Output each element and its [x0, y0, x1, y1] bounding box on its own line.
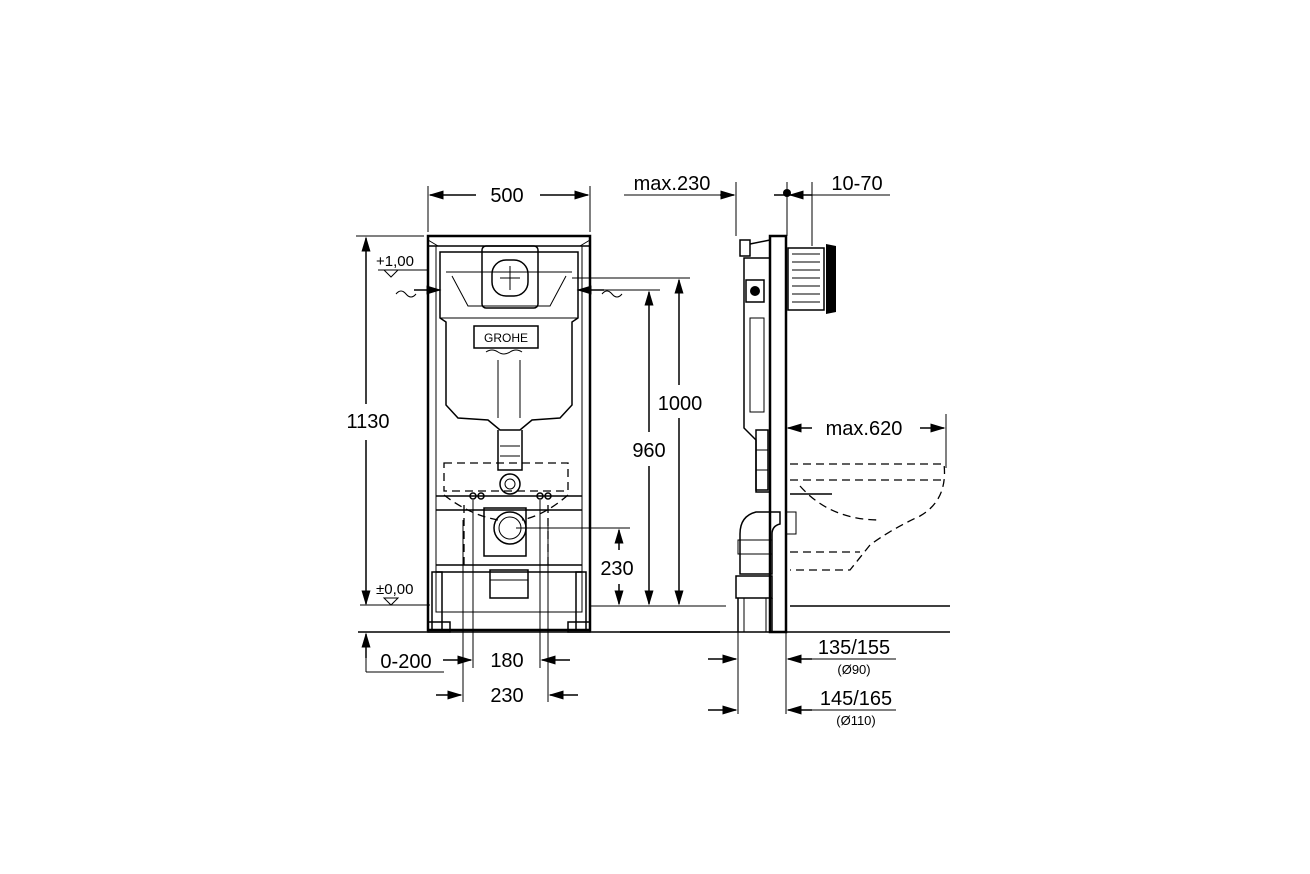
dimension-wall-thickness: 10-70 [774, 173, 890, 246]
side-bowl-dashed [785, 463, 946, 571]
dimension-depth-label: max.230 [634, 173, 711, 195]
dimension-outlet-90-label: 135/155 [818, 637, 890, 659]
flush-plate [481, 245, 539, 309]
level-marker-top: +1,00 [376, 253, 428, 278]
side-outlet-pipe [735, 511, 781, 632]
dimension-depth: max.230 [624, 173, 737, 236]
dimension-floor-offset: 0-200 [361, 632, 444, 673]
level-top-label: +1,00 [376, 253, 414, 270]
water-supply-left-icon [395, 285, 442, 298]
brand-logo: GROHE [473, 325, 539, 355]
dimension-inlet-alt-label: 960 [632, 440, 665, 462]
dimension-bolt-spacing: 180 230 [436, 500, 578, 707]
dimension-height-label: 1130 [346, 411, 389, 433]
dimension-outlet-110-label: 145/165 [820, 688, 892, 710]
dimension-outlet-90: 135/155 (Ø90) [708, 632, 896, 714]
outlet-pipe [469, 492, 552, 599]
dimension-inlet-label: 1000 [658, 393, 703, 415]
dimension-bowl-projection: max.620 [786, 414, 947, 468]
dimension-outlet-90-sub: (Ø90) [837, 662, 870, 677]
brand-logo-text: GROHE [484, 331, 528, 345]
dimension-width-label: 500 [490, 185, 523, 207]
dimension-bolt-inner-label: 180 [490, 650, 523, 672]
side-frame [739, 234, 788, 634]
dimension-outlet-110: 145/165 (Ø110) [708, 688, 896, 728]
dimension-bowl-projection-label: max.620 [826, 418, 903, 440]
water-supply-right-icon [576, 285, 623, 298]
level-bottom-label: ±0,00 [376, 581, 413, 598]
dimension-inlet-heights: 1000 960 230 [516, 277, 726, 607]
front-view: GROHE [346, 185, 726, 707]
dimension-wall-thickness-label: 10-70 [831, 173, 882, 195]
level-marker-bottom: ±0,00 [360, 581, 430, 606]
dimension-floor-offset-label: 0-200 [380, 651, 431, 673]
side-flush-plate [787, 244, 836, 314]
side-view: max.230 10-70 max.620 135/155 [620, 173, 950, 728]
dimension-outlet-110-sub: (Ø110) [836, 713, 876, 728]
dimension-width: 500 [427, 185, 591, 232]
dimension-outlet-label: 230 [600, 558, 633, 580]
cistern [439, 251, 579, 495]
dimension-height: 1130 [346, 235, 424, 606]
dimension-bolt-outer-label: 230 [490, 685, 523, 707]
